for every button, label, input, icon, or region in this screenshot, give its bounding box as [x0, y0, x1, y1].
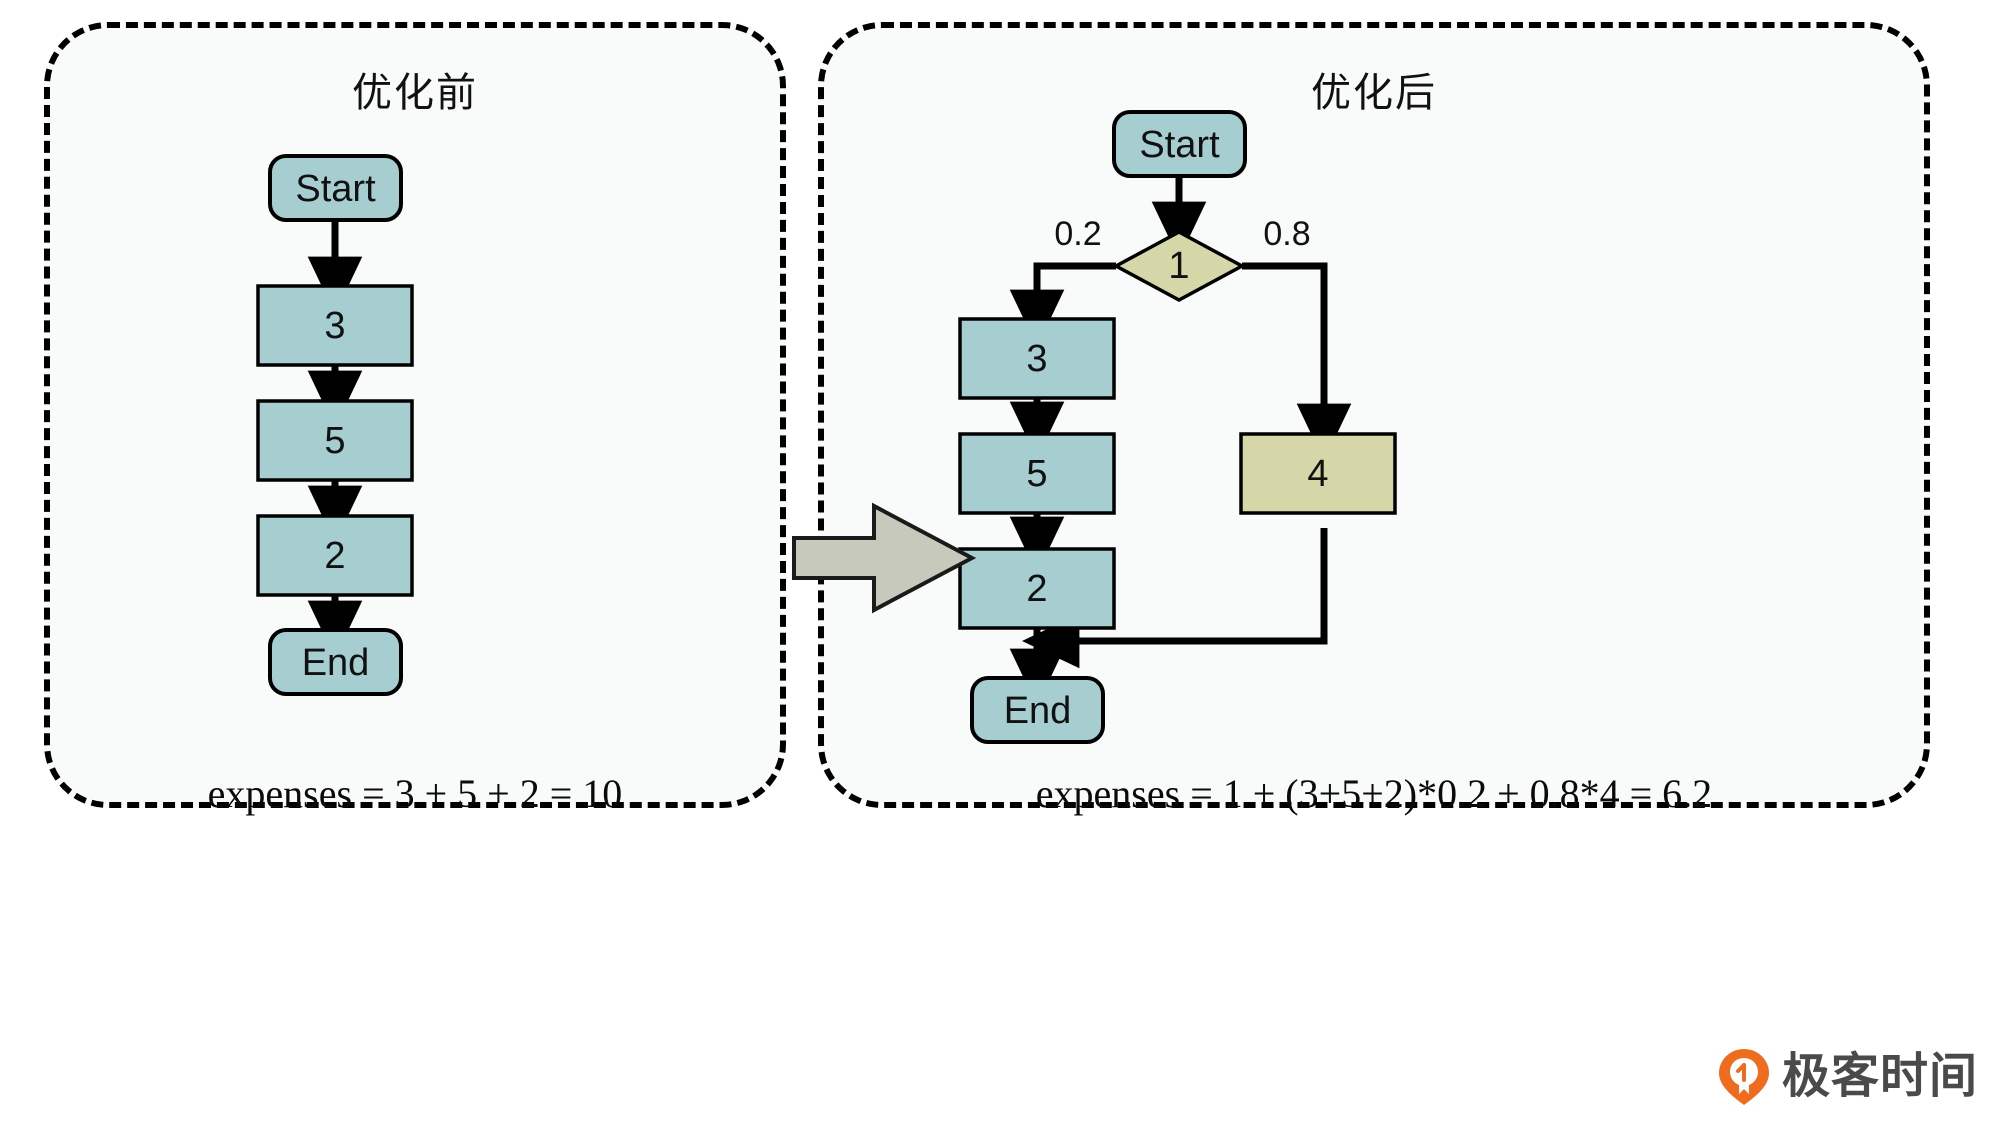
flowchart-before: Start 3 5 2 End — [256, 154, 414, 696]
watermark-text: 极客时间 — [1782, 1050, 1979, 1103]
edge-label-0-8: 0.8 — [1263, 215, 1310, 253]
node-start-label: Start — [1139, 124, 1220, 166]
flowchart-after: Start 1 0.2 0.8 3 5 2 — [958, 110, 1397, 744]
transition-right-arrow-icon — [792, 502, 976, 614]
node-2-label: 2 — [324, 535, 345, 577]
node-end-label: End — [1004, 690, 1072, 732]
node-end-label: End — [302, 642, 370, 684]
node-start[interactable]: Start — [268, 154, 403, 222]
node-5-label: 5 — [324, 420, 345, 462]
node-3-label: 3 — [324, 305, 345, 347]
node-decision-label: 1 — [1168, 245, 1189, 287]
node-2-label: 2 — [1026, 568, 1047, 610]
node-decision-1[interactable]: 1 — [1112, 230, 1246, 302]
panel-after-title: 优化后 — [1311, 71, 1437, 115]
node-end[interactable]: End — [268, 628, 403, 696]
node-end[interactable]: End — [970, 676, 1105, 744]
node-4-label: 4 — [1307, 453, 1328, 495]
edge-4-to-end — [1021, 528, 1328, 669]
node-5[interactable]: 5 — [958, 432, 1116, 515]
node-5-label: 5 — [1026, 453, 1047, 495]
node-3[interactable]: 3 — [958, 317, 1116, 400]
node-3[interactable]: 3 — [256, 284, 414, 367]
formula-before: expenses = 3 + 5 + 2 = 10 — [207, 771, 623, 816]
node-4[interactable]: 4 — [1239, 432, 1397, 515]
node-2[interactable]: 2 — [958, 547, 1116, 630]
geektime-pin-logo-icon — [1719, 1049, 1769, 1105]
node-3-label: 3 — [1026, 338, 1047, 380]
edge-decision-to-3 — [1009, 262, 1116, 348]
node-2[interactable]: 2 — [256, 514, 414, 597]
node-5[interactable]: 5 — [256, 399, 414, 482]
formula-after: expenses = 1 + (3+5+2)*0.2 + 0.8*4 = 6.2 — [1035, 771, 1713, 816]
panel-before-optimization: 优化前 Start 3 — [44, 22, 786, 816]
node-start-label: Start — [295, 168, 376, 210]
node-start[interactable]: Start — [1112, 110, 1247, 178]
panel-before-title: 优化前 — [352, 71, 478, 115]
edge-decision-to-4 — [1242, 262, 1352, 462]
edge-label-0-2: 0.2 — [1054, 215, 1101, 253]
panel-after-optimization: 优化后 Start — [818, 22, 1930, 816]
watermark: 极客时间 — [1718, 1048, 1978, 1106]
